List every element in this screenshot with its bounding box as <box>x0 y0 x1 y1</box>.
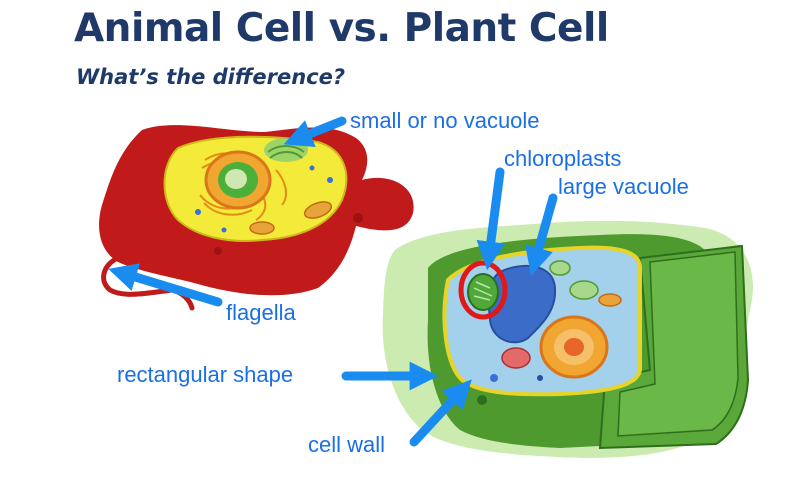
arrow-small-vacuole <box>283 116 347 148</box>
arrow-cell-wall <box>409 379 472 447</box>
animal-mitochondrion <box>249 221 275 235</box>
chloroplasts <box>467 260 599 311</box>
plant-cell <box>382 220 753 458</box>
plant-mitochondrion <box>501 347 531 369</box>
arrow-large-vacuole <box>525 193 558 276</box>
animal-nucleus <box>204 150 272 210</box>
animal-cell <box>99 125 414 311</box>
arrow-flagella <box>108 263 223 307</box>
plant-mitochondrion <box>598 293 622 307</box>
label-rectangular-shape: rectangular shape <box>117 362 294 387</box>
plant-nucleus <box>539 315 609 379</box>
label-cell-wall: cell wall <box>308 432 386 457</box>
arrow-chloroplasts <box>476 167 506 271</box>
label-chloroplasts: chloroplasts <box>504 146 622 171</box>
animal-mitochondrion <box>303 201 333 219</box>
page-subtitle: What’s the difference? <box>76 65 346 89</box>
label-arrows <box>108 116 558 447</box>
label-flagella: flagella <box>226 300 296 325</box>
label-small-vacuole: small or no vacuole <box>350 108 540 133</box>
label-large-vacuole: large vacuole <box>558 174 689 199</box>
page-title: Animal Cell vs. Plant Cell <box>74 6 609 51</box>
